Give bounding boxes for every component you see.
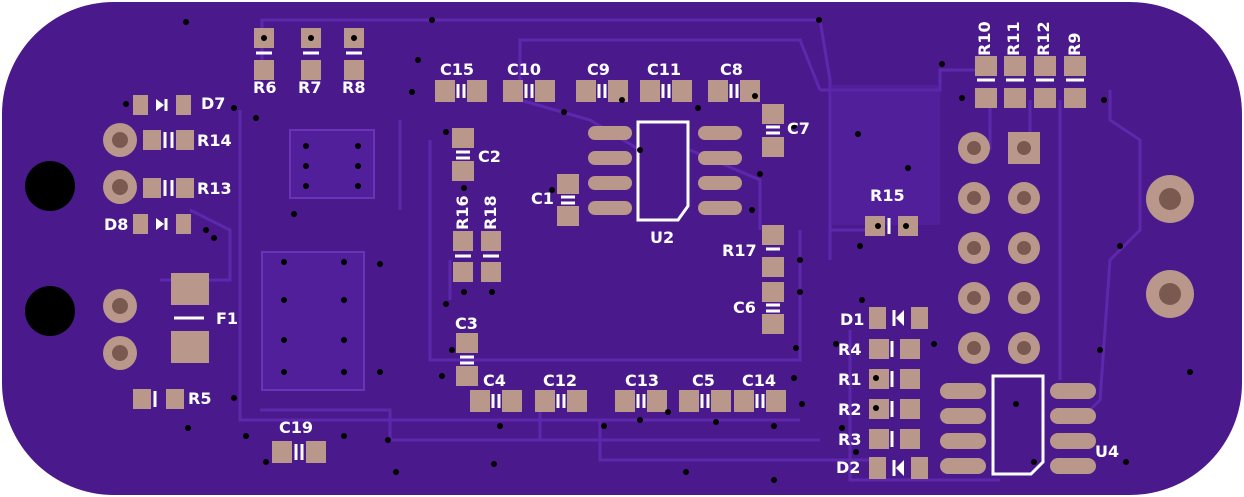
label-C4: C4 — [483, 371, 506, 390]
label-C3: C3 — [455, 314, 478, 333]
mounting-holes — [25, 161, 75, 336]
label-D2: D2 — [836, 458, 861, 477]
label-D1: D1 — [840, 310, 865, 329]
through-hole-pads — [103, 123, 1194, 370]
label-R9: R9 — [1065, 32, 1084, 56]
label-U4: U4 — [1095, 442, 1120, 461]
label-C9: C9 — [587, 60, 610, 79]
label-C2: C2 — [478, 147, 501, 166]
label-C6: C6 — [733, 298, 756, 317]
label-C13: C13 — [625, 371, 660, 390]
label-R8: R8 — [342, 78, 366, 97]
smd-pads — [133, 28, 1086, 479]
label-D8: D8 — [104, 215, 129, 234]
label-R6: R6 — [253, 78, 277, 97]
vias — [123, 17, 1193, 483]
label-D7: D7 — [201, 94, 226, 113]
label-C19: C19 — [279, 418, 314, 437]
silkscreen — [153, 51, 1084, 476]
label-R12: R12 — [1034, 21, 1053, 56]
label-C1: C1 — [531, 189, 554, 208]
label-R13: R13 — [197, 179, 232, 198]
label-C11: C11 — [647, 60, 682, 79]
label-R18: R18 — [481, 195, 500, 230]
label-R5: R5 — [188, 389, 212, 408]
label-R14: R14 — [197, 131, 232, 150]
label-R10: R10 — [975, 21, 994, 56]
ic-pads — [588, 126, 1096, 474]
pour-outlines — [261, 129, 375, 391]
diode-markers — [156, 99, 904, 476]
label-R16: R16 — [453, 195, 472, 230]
label-C5: C5 — [692, 371, 715, 390]
label-R3: R3 — [838, 430, 862, 449]
label-U2: U2 — [650, 228, 675, 247]
label-C15: C15 — [440, 60, 475, 79]
label-R15: R15 — [870, 186, 905, 205]
label-C8: C8 — [720, 60, 743, 79]
label-R1: R1 — [838, 370, 862, 389]
label-R17: R17 — [722, 241, 757, 260]
label-R7: R7 — [298, 78, 322, 97]
label-R4: R4 — [838, 340, 862, 359]
label-C7: C7 — [787, 119, 810, 138]
label-C12: C12 — [543, 371, 578, 390]
label-C10: C10 — [507, 60, 542, 79]
label-R11: R11 — [1004, 21, 1023, 56]
label-C14: C14 — [742, 371, 777, 390]
label-F1: F1 — [216, 309, 239, 328]
label-R2: R2 — [838, 400, 862, 419]
